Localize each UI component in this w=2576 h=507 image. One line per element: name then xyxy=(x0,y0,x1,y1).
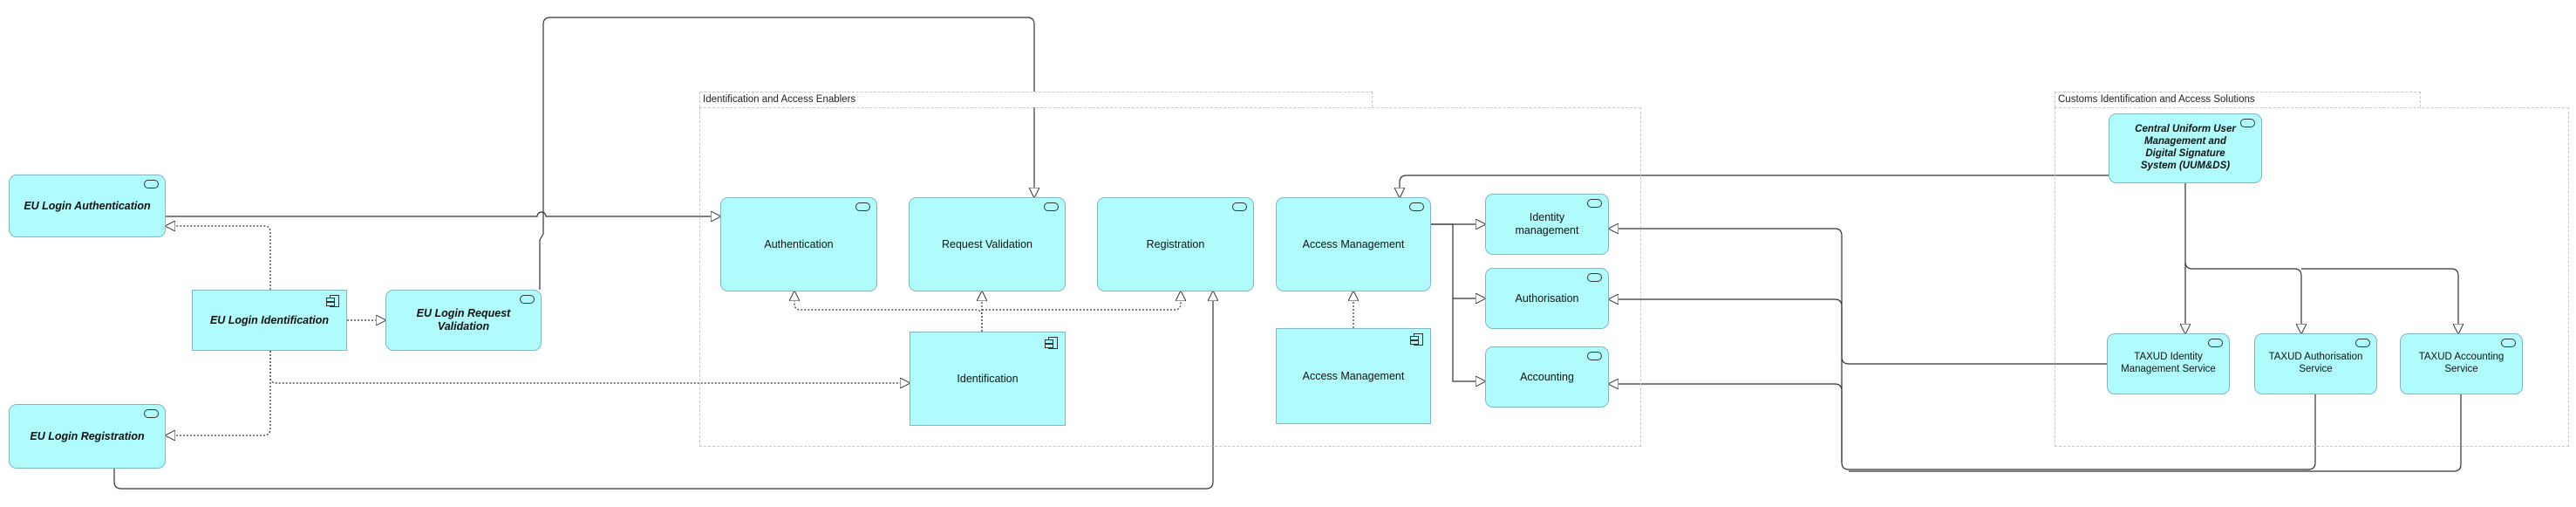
node-label: TAXUD Authorisation Service xyxy=(2268,352,2363,374)
business-service-icon xyxy=(2208,339,2223,347)
node-label: Access Management xyxy=(1302,237,1405,250)
node-label: TAXUD Identity Management Service xyxy=(2121,352,2216,374)
business-service-icon xyxy=(1232,202,1247,211)
taxud-authorisation-service[interactable]: TAXUD Authorisation Service xyxy=(2254,333,2377,394)
edge-uum-to-taxud-authorisation xyxy=(2184,261,2301,333)
node-label: Identification xyxy=(957,372,1019,385)
business-service-icon xyxy=(855,202,870,211)
business-service-icon xyxy=(520,295,535,304)
edge-taxud-identity-to-identity xyxy=(1609,229,2107,365)
taxud-identity-management-service[interactable]: TAXUD Identity Management Service xyxy=(2107,333,2230,394)
enablers-group-tab xyxy=(699,92,1373,107)
business-service-icon xyxy=(1587,352,1602,360)
edge-reqval-to-requestvalidation xyxy=(539,17,1034,290)
identification-component[interactable]: Identification xyxy=(910,332,1066,426)
authorisation-service[interactable]: Authorisation xyxy=(1485,268,1609,329)
edge-uum-to-am xyxy=(1400,175,2109,197)
node-label: EU Login Request Validation xyxy=(416,307,511,332)
access-management-component[interactable]: Access Management xyxy=(1276,328,1431,424)
eu-login-identification-component[interactable]: EU Login Identification xyxy=(192,290,347,351)
business-service-icon xyxy=(144,180,159,188)
node-label: Identity management xyxy=(1515,211,1579,236)
business-service-icon xyxy=(144,409,159,418)
component-icon xyxy=(1045,337,1058,349)
customs-group-tab xyxy=(2055,92,2421,107)
business-service-icon xyxy=(1044,202,1059,211)
node-label: Central Uniform User Management and Digi… xyxy=(2135,124,2236,171)
edge-taxud-accounting-to-accounting xyxy=(1609,384,2462,472)
node-label: Accounting xyxy=(1520,370,1574,383)
accounting-service[interactable]: Accounting xyxy=(1485,346,1609,408)
node-label: Access Management xyxy=(1302,369,1405,382)
edge-am-to-accounting xyxy=(1452,298,1485,381)
node-label: Request Validation xyxy=(941,237,1032,250)
edge-ident-to-auth xyxy=(166,226,271,290)
customs-group-label: Customs Identification and Access Soluti… xyxy=(2058,94,2255,105)
node-label: EU Login Authentication xyxy=(24,199,151,212)
authentication-service[interactable]: Authentication xyxy=(720,197,877,291)
node-label: Authentication xyxy=(764,237,834,250)
business-service-icon xyxy=(2240,119,2255,127)
enablers-group-label: Identification and Access Enablers xyxy=(703,94,856,105)
business-service-icon xyxy=(1587,199,1602,208)
business-service-icon xyxy=(1587,273,1602,282)
edge-ident-to-identification xyxy=(269,351,910,383)
eu-login-authentication-service[interactable]: EU Login Authentication xyxy=(9,175,166,237)
edge-am-to-authorisation xyxy=(1431,223,1485,298)
access-management-service[interactable]: Access Management xyxy=(1276,197,1431,291)
taxud-accounting-service[interactable]: TAXUD Accounting Service xyxy=(2400,333,2523,394)
edge-auth-to-authentication xyxy=(166,212,720,216)
component-icon xyxy=(326,295,339,307)
edge-uum-to-taxud-accounting xyxy=(2301,268,2458,333)
node-label: TAXUD Accounting Service xyxy=(2418,352,2504,374)
eu-login-request-validation-service[interactable]: EU Login Request Validation xyxy=(385,290,542,351)
node-label: Registration xyxy=(1146,237,1205,250)
business-service-icon xyxy=(2355,339,2370,347)
enablers-group xyxy=(699,107,1641,447)
registration-service[interactable]: Registration xyxy=(1097,197,1254,291)
edge-ident-to-reg xyxy=(166,351,271,435)
edge-reg-to-registration xyxy=(113,291,1213,490)
edge-taxud-authorisation-to-authorisation xyxy=(1609,299,2316,470)
edge-identification-to-registration xyxy=(982,291,1181,311)
node-label: Authorisation xyxy=(1515,291,1579,305)
customs-group xyxy=(2055,107,2569,447)
eu-login-registration-service[interactable]: EU Login Registration xyxy=(9,404,166,469)
uum-ds-system[interactable]: Central Uniform User Management and Digi… xyxy=(2109,113,2262,183)
component-icon xyxy=(1410,333,1423,346)
request-validation-service[interactable]: Request Validation xyxy=(909,197,1066,291)
business-service-icon xyxy=(1409,202,1424,211)
node-label: EU Login Identification xyxy=(209,313,330,326)
identity-management-service[interactable]: Identity management xyxy=(1485,194,1609,255)
node-label: EU Login Registration xyxy=(30,429,145,442)
business-service-icon xyxy=(2501,339,2516,347)
